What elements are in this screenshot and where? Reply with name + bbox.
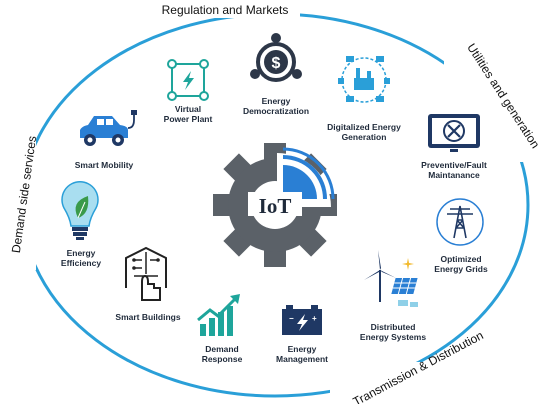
item-label-energy-democratization: Energy Democratization xyxy=(242,96,310,116)
item-label-smart-mobility: Smart Mobility xyxy=(74,160,134,170)
smart-building-icon xyxy=(125,246,167,301)
bar-chart-arrow-icon xyxy=(197,294,240,336)
item-label-virtual-power-plant: Virtual Power Plant xyxy=(163,104,213,124)
ring-label-top: Regulation and Markets xyxy=(162,3,289,17)
item-label-smart-buildings: Smart Buildings xyxy=(115,312,181,322)
item-label-energy-efficiency: Energy Efficiency xyxy=(60,248,102,268)
item-label-digitalized-energy-generation: Digitalized Energy Generation xyxy=(327,122,401,142)
item-label-demand-response: Demand Response xyxy=(201,344,243,364)
energy-democratization-icon: $ xyxy=(250,33,302,82)
wind-solar-icon xyxy=(364,250,418,307)
item-label-optimized-energy-grids: Optimized Energy Grids xyxy=(434,254,488,274)
center-label: IoT xyxy=(259,194,292,218)
maintenance-tablet-icon xyxy=(428,114,480,152)
item-label-preventive-maintenance: Preventive/Fault Maintanance xyxy=(421,160,487,180)
digitalized-generation-icon xyxy=(338,56,390,103)
item-label-energy-management: Energy Management xyxy=(276,344,328,364)
gear-icon: IoT xyxy=(213,143,337,267)
battery-icon: − + xyxy=(282,305,322,335)
svg-text:$: $ xyxy=(272,55,281,72)
electric-car-icon xyxy=(80,110,137,146)
light-bulb-leaf-icon xyxy=(61,181,99,240)
transmission-tower-icon xyxy=(436,198,484,246)
svg-text:+: + xyxy=(312,314,317,323)
virtual-power-plant-icon xyxy=(167,59,209,101)
svg-text:−: − xyxy=(289,314,294,323)
item-label-distributed-energy-systems: Distributed Energy Systems xyxy=(359,322,427,342)
